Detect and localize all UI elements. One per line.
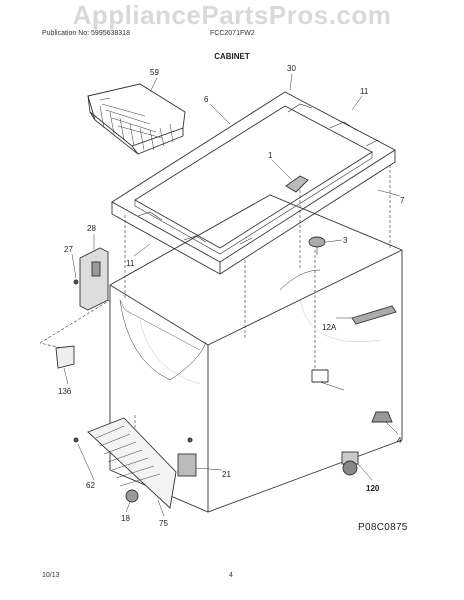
callout-11-lower: 11: [126, 259, 135, 268]
model-number: FCC2071FW2: [210, 30, 255, 37]
part-62-screw: [73, 437, 79, 443]
callout-12a: 12A: [322, 323, 337, 332]
basket-part: [87, 83, 186, 155]
callout-18: 18: [121, 514, 130, 523]
publication-number: Publication No: 5995638318: [42, 30, 130, 37]
callout-59: 59: [150, 68, 159, 77]
watermark: AppliancePartsPros.com: [72, 0, 392, 30]
footer-date: 10/13: [42, 572, 60, 579]
part-1: [285, 175, 309, 193]
figure-reference: P08C0875: [358, 522, 408, 533]
lid-gasket-frame: [111, 91, 396, 275]
part-12a-plate: [351, 305, 397, 325]
part-28-bracket: [79, 247, 109, 311]
callout-75: 75: [159, 519, 168, 528]
page-number: 4: [229, 572, 233, 579]
part-21: [177, 453, 197, 477]
callout-4: 4: [397, 436, 402, 445]
part-62-screw: [187, 437, 193, 443]
section-title: CABINET: [214, 52, 250, 61]
part-4-foot: [371, 411, 393, 423]
callout-1: 1: [268, 151, 273, 160]
callout-136: 136: [58, 387, 72, 396]
part-27-screw: [73, 279, 79, 285]
callout-28: 28: [87, 224, 96, 233]
callout-7: 7: [400, 196, 405, 205]
callout-120: 120: [366, 484, 380, 493]
callout-leaders: [63, 73, 401, 517]
callout-30: 30: [287, 64, 296, 73]
part-120-caster: [341, 451, 359, 476]
callout-11: 11: [360, 87, 369, 96]
part-75-grille: [87, 417, 177, 509]
drain-fitting: [311, 369, 329, 383]
callout-27: 27: [64, 245, 73, 254]
leader-lines: [39, 165, 391, 455]
callout-3: 3: [343, 236, 348, 245]
callout-6: 6: [204, 95, 209, 104]
part-18-washer: [125, 489, 139, 503]
cabinet-body: [109, 194, 403, 513]
part-3-knob: [308, 236, 326, 248]
callout-21: 21: [222, 470, 231, 479]
callout-62: 62: [86, 481, 95, 490]
part-136: [55, 345, 75, 369]
